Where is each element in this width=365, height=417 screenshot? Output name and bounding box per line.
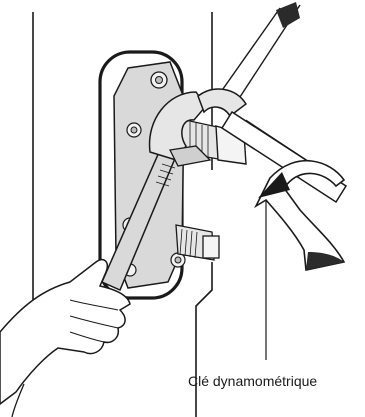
torque-wrench-label: Clé dynamométrique [188,372,363,390]
cable [218,2,300,100]
